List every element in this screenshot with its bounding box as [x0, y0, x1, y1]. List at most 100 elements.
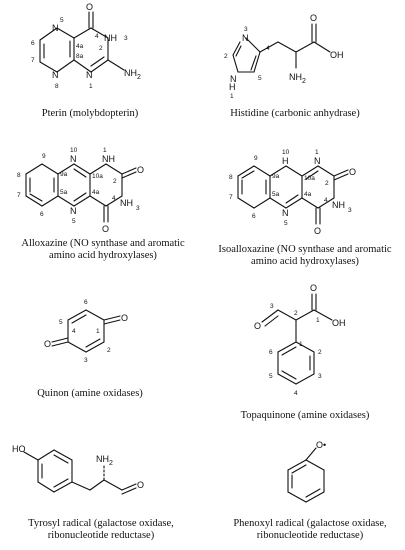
histidine-n1-h: H — [229, 82, 236, 92]
pterin-num: 4a — [76, 43, 84, 50]
histidine-structure: N N H O OH NH2 3 4 2 1 5 — [224, 13, 344, 100]
quinon-o4: O — [44, 339, 51, 349]
topaquinone-num: 2 — [294, 310, 298, 317]
isoalloxazine-num: 7 — [229, 194, 233, 201]
pterin-oxygen: O — [86, 2, 93, 12]
topaquinone-num: 6 — [269, 349, 273, 356]
alloxazine-num: 1 — [103, 147, 107, 154]
topaquinone-carbonyl-o: O — [310, 283, 317, 293]
isoalloxazine-num: 10a — [304, 175, 315, 182]
isoalloxazine-n1: N — [314, 156, 321, 166]
caption-topaquinone: Topaquinone (amine oxidases) — [240, 410, 370, 421]
pterin-num: 3 — [124, 35, 128, 42]
alloxazine-structure: N NH O NH N O 9 10 1 8 9a 10a 2 3 7 5a 4… — [17, 147, 144, 234]
alloxazine-num: 8 — [17, 172, 21, 179]
quinon-structure: O O 6 5 1 4 2 3 — [44, 299, 128, 364]
isoalloxazine-num: 4 — [324, 197, 328, 204]
alloxazine-num: 7 — [17, 192, 21, 199]
isoalloxazine-num: 6 — [252, 213, 256, 220]
topaquinone-num: 3 — [318, 373, 322, 380]
alloxazine-n3: NH — [120, 198, 133, 208]
histidine-n3: N — [242, 33, 249, 43]
isoalloxazine-num: 5a — [272, 191, 280, 198]
quinon-num: 6 — [84, 299, 88, 306]
topaquinone-num: 4 — [294, 390, 298, 397]
alloxazine-o4: O — [102, 224, 109, 234]
pterin-num: 4 — [95, 33, 99, 40]
isoalloxazine-structure: H N O NH N O 9 10 1 8 9a 10a 2 3 7 5a 4a… — [229, 149, 356, 236]
quinon-o1: O — [121, 313, 128, 323]
isoalloxazine-o2: O — [349, 167, 356, 177]
topaquinone-oh: OH — [332, 318, 346, 328]
pterin-n3: NH — [104, 33, 117, 43]
alloxazine-num: 6 — [40, 211, 44, 218]
caption-phenoxyl: Phenoxyl radical (galactose oxidase, rib… — [233, 518, 387, 541]
isoalloxazine-num: 9 — [254, 155, 258, 162]
pterin-num: 1 — [89, 83, 93, 90]
histidine-num: 1 — [230, 93, 234, 100]
alloxazine-num: 9a — [60, 171, 68, 178]
tyrosyl-nh2: NH2 — [96, 454, 113, 467]
histidine-nh2: NH2 — [289, 72, 306, 85]
caption-alloxazine: Alloxazine (NO synthase and aromatic ami… — [21, 238, 185, 261]
histidine-num: 4 — [266, 45, 270, 52]
tyrosyl-oxygen: O — [137, 480, 144, 490]
isoalloxazine-o4: O — [314, 226, 321, 236]
tyrosyl-structure: HO NH2 O — [12, 444, 144, 495]
topaquinone-num: 1 — [299, 341, 303, 348]
alloxazine-n5: N — [70, 206, 77, 216]
histidine-num: 3 — [244, 26, 248, 33]
quinon-num: 3 — [84, 357, 88, 364]
alloxazine-num: 3 — [136, 205, 140, 212]
alloxazine-num: 5a — [60, 189, 68, 196]
pterin-num: 8 — [55, 83, 59, 90]
alloxazine-n10: N — [70, 154, 77, 164]
quinon-num: 4 — [72, 328, 76, 335]
isoalloxazine-num: 3 — [348, 207, 352, 214]
pterin-num: 6 — [31, 40, 35, 47]
pterin-num: 2 — [99, 45, 103, 52]
pterin-num: 7 — [31, 57, 35, 64]
histidine-oh: OH — [330, 50, 344, 60]
caption-pterin: Pterin (molybdopterin) — [41, 108, 139, 119]
isoalloxazine-num: 8 — [229, 174, 233, 181]
topaquinone-aldehyde-o: O — [254, 321, 261, 331]
isoalloxazine-n10: H — [282, 156, 289, 166]
topaquinone-structure: O O OH 3 2 1 1 6 2 5 3 4 — [254, 283, 346, 397]
topaquinone-num: 1 — [316, 317, 320, 324]
isoalloxazine-n5: N — [282, 208, 289, 218]
isoalloxazine-num: 9a — [272, 173, 280, 180]
phenoxyl-structure: O• — [287, 440, 326, 503]
caption-quinon: Quinon (amine oxidases) — [37, 388, 143, 399]
pterin-n8: N — [52, 70, 59, 80]
pterin-n1: N — [86, 70, 93, 80]
isoalloxazine-num: 10 — [282, 149, 290, 156]
alloxazine-num: 5 — [72, 218, 76, 225]
isoalloxazine-n3: NH — [332, 200, 345, 210]
isoalloxazine-num: 1 — [315, 149, 319, 156]
quinon-num: 2 — [107, 347, 111, 354]
alloxazine-num: 10 — [70, 147, 78, 154]
isoalloxazine-num: 2 — [325, 180, 329, 187]
alloxazine-num: 2 — [113, 178, 117, 185]
isoalloxazine-num: 5 — [284, 220, 288, 227]
phenoxyl-oxygen-radical: O• — [316, 440, 326, 450]
pterin-num: 5 — [60, 17, 64, 24]
tyrosyl-ho: HO — [12, 444, 26, 454]
isoalloxazine-num: 4a — [304, 191, 312, 198]
histidine-num: 5 — [258, 75, 262, 82]
alloxazine-num: 4 — [112, 195, 116, 202]
alloxazine-num: 10a — [92, 173, 103, 180]
alloxazine-n1: NH — [102, 154, 115, 164]
caption-histidine: Histidine (carbonic anhydrase) — [230, 108, 360, 119]
topaquinone-num: 3 — [270, 303, 274, 310]
pterin-n5: N — [52, 23, 59, 33]
histidine-oxygen: O — [310, 13, 317, 23]
histidine-n1: N — [230, 74, 237, 84]
quinon-num: 1 — [96, 328, 100, 335]
alloxazine-num: 4a — [92, 189, 100, 196]
caption-tyrosyl: Tyrosyl radical (galactose oxidase, ribo… — [28, 518, 174, 541]
alloxazine-o2: O — [137, 165, 144, 175]
